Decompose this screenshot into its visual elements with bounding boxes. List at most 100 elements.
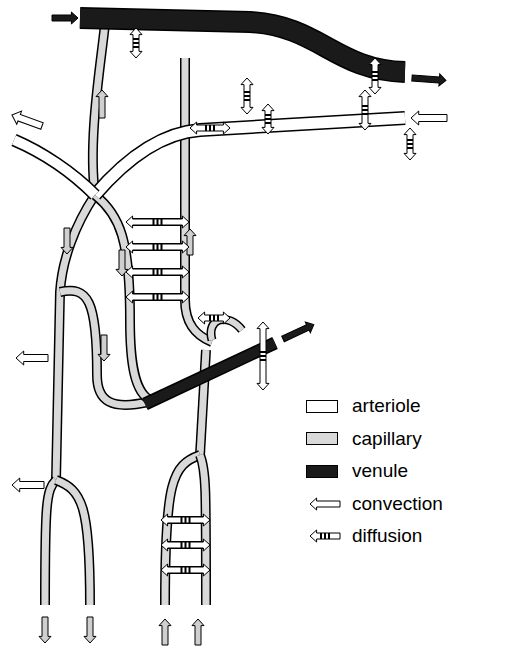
legend-label: capillary bbox=[352, 428, 422, 450]
diffusion-stripe bbox=[185, 517, 187, 523]
diffusion-stripe bbox=[157, 219, 159, 225]
diffusion-stripe bbox=[372, 79, 378, 81]
arteriole-vessel bbox=[95, 118, 405, 195]
flow-arrow bbox=[184, 229, 196, 255]
venule-outline bbox=[80, 18, 405, 72]
arrow-shape bbox=[359, 90, 371, 130]
diffusion-stripe bbox=[260, 351, 266, 353]
diffusion-arrow bbox=[126, 216, 189, 228]
arrow-shape bbox=[126, 266, 189, 278]
diffusion-stripe bbox=[362, 109, 368, 111]
diffusion-stripe bbox=[328, 533, 330, 539]
capillary-vessel bbox=[56, 480, 90, 605]
flow-arrow bbox=[98, 335, 110, 361]
legend-swatch bbox=[306, 432, 338, 445]
flow-arrow bbox=[192, 619, 204, 645]
diffusion-stripe bbox=[244, 95, 250, 97]
diffusion-stripe bbox=[189, 542, 191, 548]
capillary-outline bbox=[56, 480, 90, 605]
flow-arrow bbox=[412, 72, 447, 86]
diffusion-arrow bbox=[262, 104, 274, 134]
diffusion-arrow bbox=[198, 312, 230, 324]
arrow-shape bbox=[412, 72, 447, 86]
diffusion-arrow bbox=[161, 564, 210, 576]
diffusion-stripe bbox=[153, 219, 155, 225]
diffusion-stripe bbox=[181, 517, 183, 523]
diffusion-stripe bbox=[407, 143, 413, 145]
diffusion-stripe bbox=[133, 38, 139, 40]
diffusion-arrow bbox=[369, 58, 381, 94]
diffusion-arrow bbox=[257, 322, 269, 390]
diffusion-stripe bbox=[185, 542, 187, 548]
diffusion-stripe bbox=[320, 533, 322, 539]
arrow-shape bbox=[98, 335, 110, 361]
diffusion-arrow bbox=[241, 78, 253, 114]
diffusion-stripe bbox=[372, 75, 378, 77]
arrow-shape bbox=[161, 514, 210, 526]
arrow-shape bbox=[126, 216, 189, 228]
arrow-shape bbox=[411, 111, 447, 125]
diffusion-arrow bbox=[359, 90, 371, 130]
arrow-shape bbox=[39, 617, 51, 643]
diffusion-stripe bbox=[181, 542, 183, 548]
legend-label: diffusion bbox=[352, 525, 422, 547]
arrow-shape bbox=[161, 564, 210, 576]
arrow-shape bbox=[84, 617, 96, 643]
arrow-shape bbox=[130, 28, 142, 58]
diffusion-stripe bbox=[133, 42, 139, 44]
diffusion-arrow bbox=[126, 266, 189, 278]
diffusion-arrow bbox=[161, 539, 210, 551]
diffusion-stripe bbox=[157, 244, 159, 250]
diffusion-stripe bbox=[213, 125, 215, 131]
flow-arrow bbox=[84, 617, 96, 643]
arrow-shape bbox=[192, 619, 204, 645]
arrow-shape bbox=[369, 58, 381, 94]
flow-arrow bbox=[52, 12, 78, 24]
diffusion-stripe bbox=[265, 114, 271, 116]
arrow-shape bbox=[184, 229, 196, 255]
capillary-outline bbox=[185, 58, 212, 342]
diffusion-stripe bbox=[244, 99, 250, 101]
flow-arrow bbox=[96, 90, 108, 118]
arteriole-outline bbox=[95, 118, 405, 195]
flow-arrow bbox=[61, 228, 73, 254]
diffusion-stripe bbox=[209, 125, 211, 131]
diffusion-stripe bbox=[324, 533, 326, 539]
convection-arrow bbox=[16, 351, 48, 365]
arrow-shape bbox=[310, 530, 340, 542]
arrow-shape bbox=[404, 128, 416, 160]
capillary-outline bbox=[200, 455, 206, 605]
arrow-shape bbox=[280, 319, 316, 344]
arrow-shape bbox=[241, 78, 253, 114]
flow-arrow bbox=[39, 617, 51, 643]
diffusion-stripe bbox=[185, 567, 187, 573]
diffusion-stripe bbox=[189, 517, 191, 523]
diffusion-stripe bbox=[265, 122, 271, 124]
capillary-outline bbox=[165, 455, 200, 605]
diffusion-stripe bbox=[161, 269, 163, 275]
arrow-shape bbox=[12, 478, 44, 492]
arrow-shape bbox=[96, 90, 108, 118]
legend-label: venule bbox=[352, 460, 408, 482]
diffusion-stripe bbox=[407, 139, 413, 141]
diffusion-stripe bbox=[362, 113, 368, 115]
arrow-shape bbox=[52, 12, 78, 24]
convection-arrow bbox=[411, 111, 447, 125]
arrow-shape bbox=[190, 122, 230, 134]
diffusion-stripe bbox=[153, 269, 155, 275]
convection-arrow bbox=[12, 478, 44, 492]
legend-row: convection bbox=[306, 488, 443, 521]
diffusion-stripe bbox=[153, 294, 155, 300]
diffusion-arrow bbox=[130, 28, 142, 58]
diffusion-stripe bbox=[407, 147, 413, 149]
venule-outline bbox=[145, 343, 275, 404]
capillary-vessel bbox=[165, 455, 200, 605]
diffusion-arrow bbox=[190, 122, 230, 134]
capillary-vessel bbox=[200, 350, 206, 455]
capillary-vessel bbox=[185, 58, 212, 342]
arrow-shape bbox=[161, 539, 210, 551]
diffusion-stripe bbox=[133, 46, 139, 48]
diffusion-stripe bbox=[161, 219, 163, 225]
legend-swatch bbox=[306, 465, 338, 478]
